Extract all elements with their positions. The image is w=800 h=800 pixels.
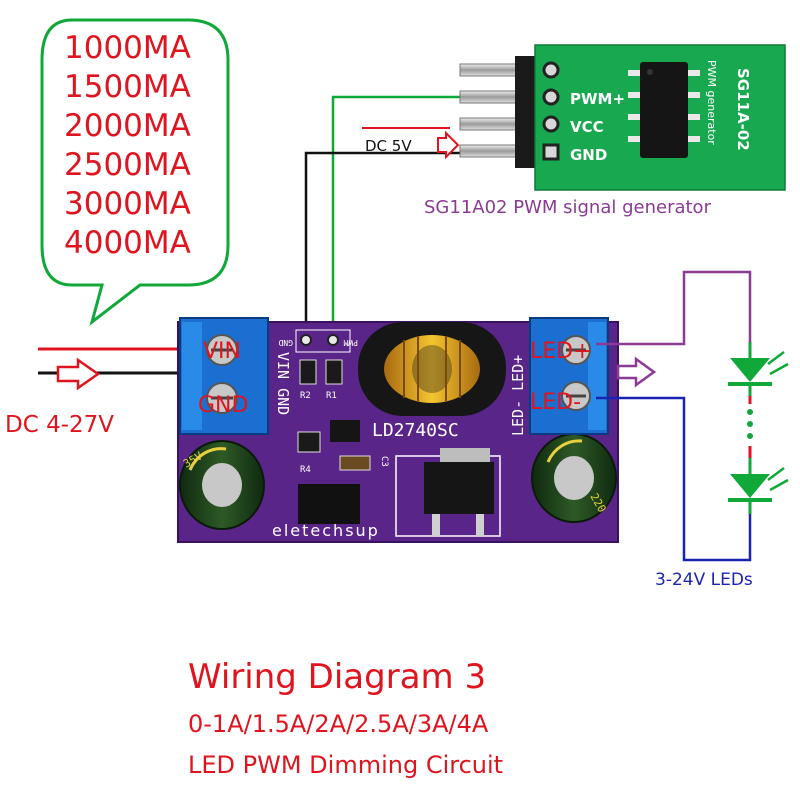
current-option-6: 4000MA [64, 225, 191, 261]
input-arrow [56, 357, 101, 391]
mosfet [395, 448, 501, 537]
silk-r1: R1 [326, 391, 337, 401]
diagram-title: Wiring Diagram 3 [188, 657, 486, 697]
pad-4 [542, 143, 560, 161]
vin-label: VIN [203, 339, 241, 364]
diode-package [298, 484, 360, 524]
board-pwm-pad [327, 334, 339, 346]
led-top [728, 342, 789, 396]
gnd-wire [304, 151, 462, 337]
generator-caption: SG11A02 PWM signal generator [424, 197, 712, 218]
capacitor-left [179, 440, 265, 530]
diagram-subtitle-1: 0-1A/1.5A/2A/2.5A/3A/4A [188, 710, 489, 738]
output-wiring [596, 270, 752, 562]
silk-led: LED- LED+ [509, 355, 527, 436]
gen-pin-vcc: VCC [570, 118, 604, 136]
gnd-in-label: GND [198, 393, 248, 418]
output-terminal-block [529, 317, 609, 435]
leds-label: 3-24V LEDs [655, 570, 753, 590]
pad-3 [542, 115, 560, 133]
title-block: Wiring Diagram 3 0-1A/1.5A/2A/2.5A/3A/4A… [188, 657, 503, 779]
current-option-3: 2000MA [64, 108, 191, 144]
current-option-1: 1000MA [64, 30, 191, 66]
silk-gnd: GND [278, 338, 293, 347]
silk-c3: C3 [379, 456, 389, 467]
driver-model: LD2740SC [372, 420, 459, 441]
gen-pin-pwm: PWM+ [570, 90, 625, 108]
led-string: 3-24V LEDs [655, 342, 789, 590]
pad-1 [542, 61, 560, 79]
ic-small [330, 420, 360, 442]
capacitor-right [531, 433, 617, 523]
gen-pin-gnd: GND [570, 146, 607, 164]
dot-3 [747, 433, 753, 439]
brand-label: eletechsup [272, 521, 380, 540]
input-terminal-block [179, 317, 269, 435]
led-bottom [728, 458, 789, 514]
resistor-r4-body [297, 431, 321, 453]
dc5v-arrow [437, 130, 460, 160]
led-minus-wire [596, 396, 752, 562]
led-plus-label: LED+ [530, 339, 592, 364]
board-gnd-pad [300, 334, 312, 346]
pad-2 [542, 88, 560, 106]
resistor-r1 [325, 359, 343, 385]
silk-r4: R4 [300, 465, 311, 475]
gen-model: SG11A-02 [734, 68, 752, 151]
generator-chip [628, 62, 700, 158]
current-option-5: 3000MA [64, 186, 191, 222]
resistor-r2 [299, 359, 317, 385]
dot-1 [747, 409, 753, 415]
control-wires: DC 5V [304, 95, 462, 337]
led-plus-wire [596, 270, 752, 346]
driver-board: VIN GND VIN GND GND PWM R2 R1 LD2740SC R… [177, 317, 619, 543]
header-plastic [515, 56, 537, 168]
diagram-subtitle-2: LED PWM Dimming Circuit [188, 751, 503, 779]
current-option-2: 1500MA [64, 69, 191, 105]
silk-pwm: PWM [343, 338, 358, 347]
current-options-bubble: 1000MA 1500MA 2000MA 2500MA 3000MA 4000M… [40, 18, 230, 326]
inductor [358, 322, 506, 416]
silk-vin-gnd: VIN GND [274, 352, 292, 415]
current-option-4: 2500MA [64, 147, 191, 183]
dot-2 [747, 421, 753, 427]
led-minus-label: LED- [530, 390, 581, 415]
bubble-outline [40, 18, 230, 326]
dc5v-label: DC 5V [365, 137, 412, 155]
pwm-generator-module: PWM+ VCC GND SG11A-02 PWM generator SG11… [424, 44, 786, 218]
silk-r2: R2 [300, 391, 311, 401]
gen-sub: PWM generator [705, 60, 718, 145]
cap-c3 [339, 455, 371, 471]
output-arrow [616, 356, 657, 388]
pwm-wire [331, 95, 462, 337]
input-voltage-label: DC 4-27V [5, 412, 114, 438]
